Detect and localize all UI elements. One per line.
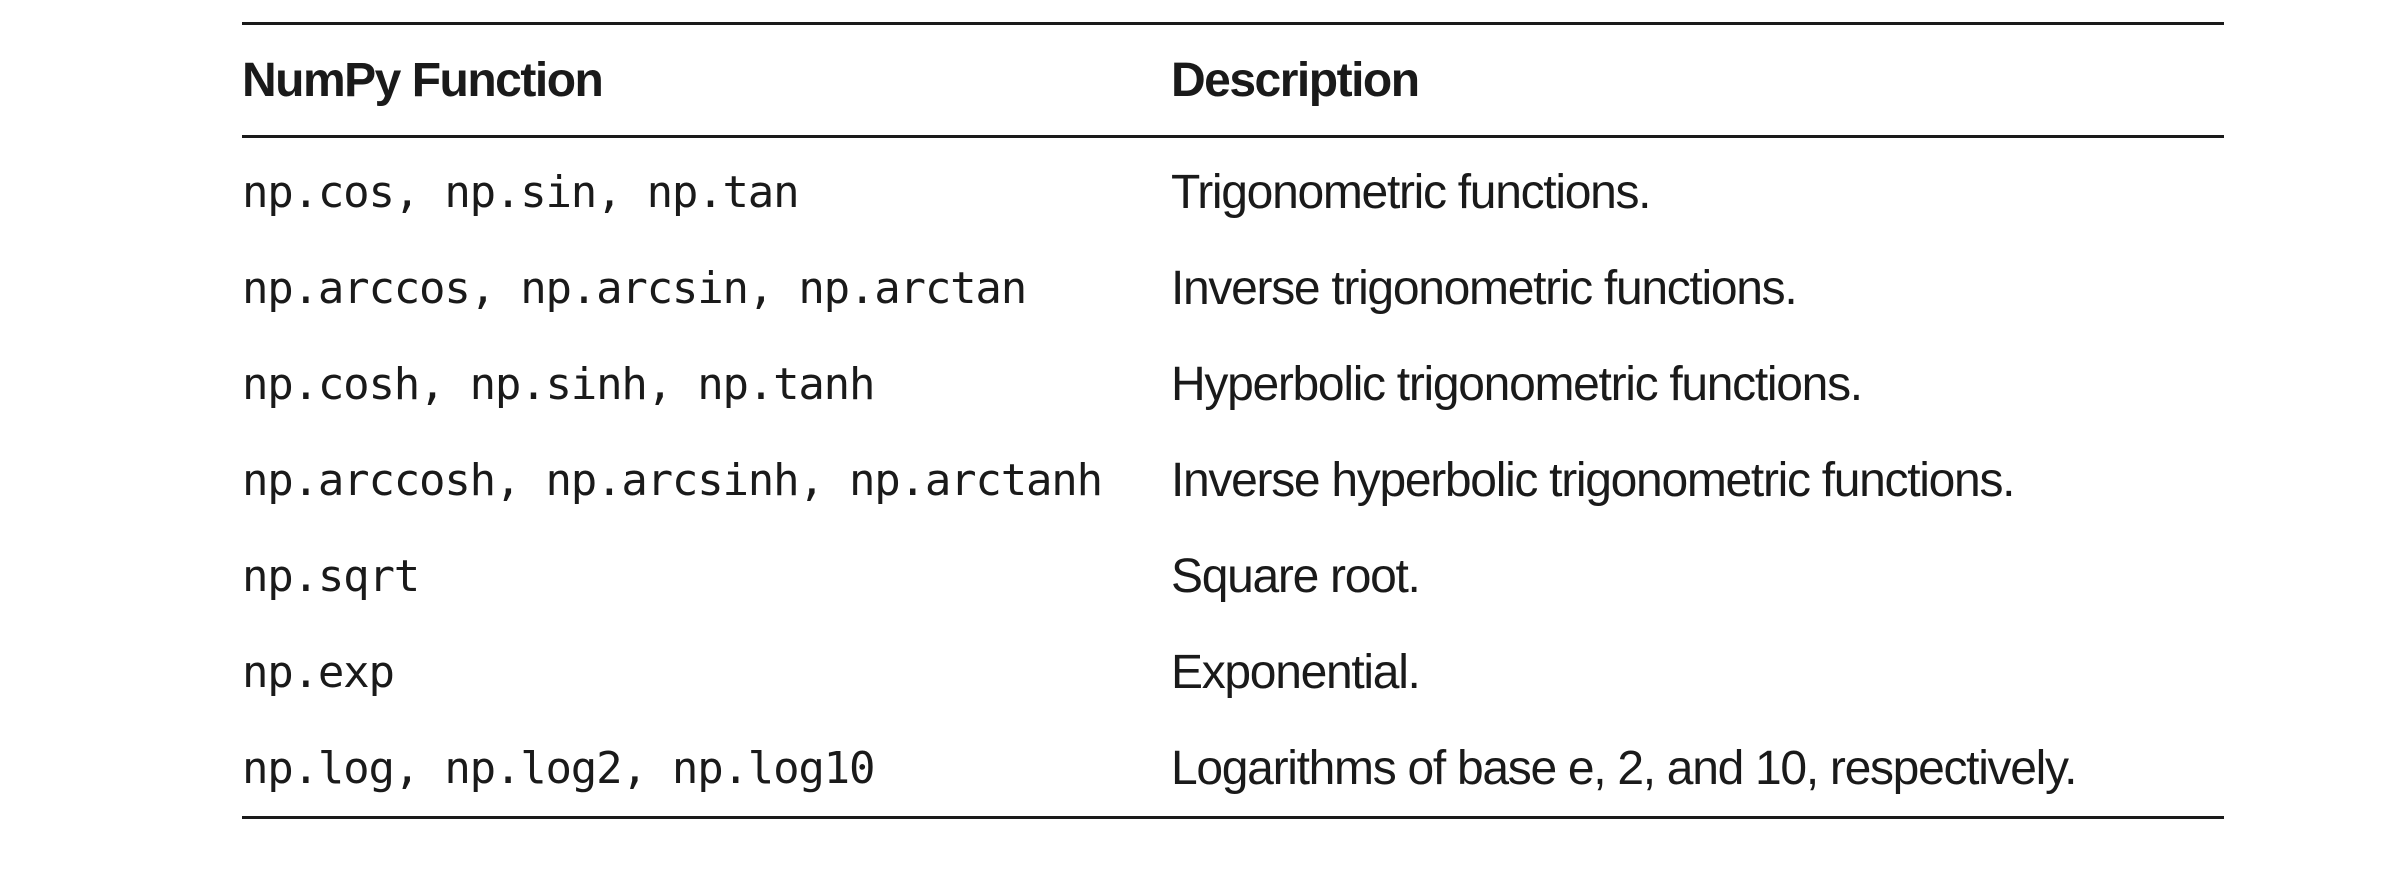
- table-row: np.cos, np.sin, np.tan Trigonometric fun…: [242, 137, 2224, 241]
- header-description: Description: [1171, 53, 1420, 107]
- function-cell: np.arccosh, np.arcsinh, np.arctanh: [242, 454, 1103, 506]
- header-function: NumPy Function: [242, 53, 604, 107]
- description-cell: Trigonometric functions.: [1171, 165, 1652, 219]
- function-cell: np.arccos, np.arcsin, np.arctan: [242, 262, 1027, 314]
- description-cell: Exponential.: [1171, 645, 1421, 699]
- function-cell: np.log, np.log2, np.log10: [242, 742, 875, 794]
- numpy-functions-table-container: NumPy Function Description np.cos, np.si…: [242, 22, 2224, 819]
- description-cell: Inverse hyperbolic trigonometric functio…: [1171, 453, 2015, 507]
- table-row: np.arccos, np.arcsin, np.arctan Inverse …: [242, 240, 2224, 336]
- header-row: NumPy Function Description: [242, 23, 2224, 137]
- table-row: np.cosh, np.sinh, np.tanh Hyperbolic tri…: [242, 336, 2224, 432]
- description-cell: Hyperbolic trigonometric functions.: [1171, 357, 1863, 411]
- description-cell: Logarithms of base e, 2, and 10, respect…: [1171, 741, 2078, 795]
- table-row: np.sqrt Square root.: [242, 528, 2224, 624]
- table-row: np.exp Exponential.: [242, 624, 2224, 720]
- function-cell: np.cos, np.sin, np.tan: [242, 166, 800, 218]
- description-cell: Square root.: [1171, 549, 1421, 603]
- description-cell: Inverse trigonometric functions.: [1171, 261, 1798, 315]
- numpy-functions-table: NumPy Function Description np.cos, np.si…: [242, 22, 2224, 819]
- table-row: np.arccosh, np.arcsinh, np.arctanh Inver…: [242, 432, 2224, 528]
- function-cell: np.cosh, np.sinh, np.tanh: [242, 358, 875, 410]
- function-cell: np.sqrt: [242, 550, 420, 602]
- table-body: np.cos, np.sin, np.tan Trigonometric fun…: [242, 137, 2224, 818]
- table-header: NumPy Function Description: [242, 23, 2224, 137]
- table-row: np.log, np.log2, np.log10 Logarithms of …: [242, 720, 2224, 818]
- function-cell: np.exp: [242, 646, 395, 698]
